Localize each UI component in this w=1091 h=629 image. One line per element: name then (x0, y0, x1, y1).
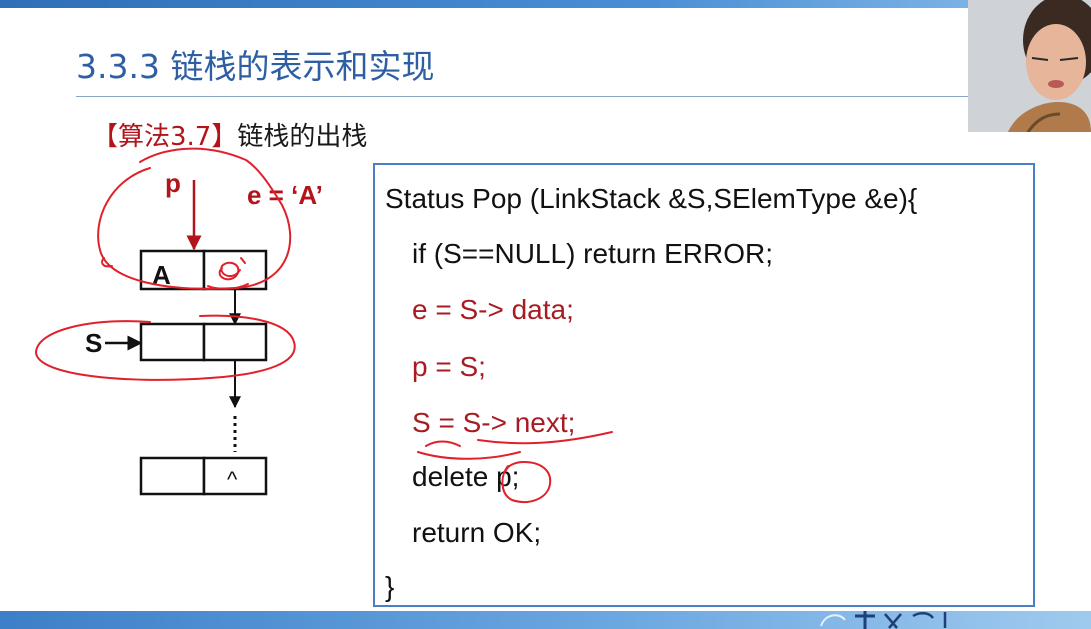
code-panel: Status Pop (LinkStack &S,SElemType &e){ … (373, 163, 1035, 607)
code-line-null-check: if (S==NULL) return ERROR; (412, 238, 773, 269)
pointer-p-label: p (165, 168, 181, 198)
code-line-assign-e: e = S-> data; (412, 294, 574, 325)
algorithm-subtitle: 【算法3.7】链栈的出栈 (92, 116, 367, 153)
code-line-advance-s: S = S-> next; (412, 407, 576, 438)
node-top-data: A (152, 260, 171, 290)
pointer-s-label: S (85, 328, 102, 358)
code-line-close-brace: } (385, 571, 395, 602)
top-accent-bar (0, 0, 1091, 8)
stack-node-last: ^ (139, 456, 268, 496)
code-line-signature: Status Pop (LinkStack &S,SElemType &e){ (385, 183, 918, 214)
bottom-accent-bar (0, 611, 1091, 629)
slide-title: 3.3.3 链栈的表示和实现 (76, 47, 435, 86)
algorithm-tag: 【算法3.7】 (92, 122, 238, 152)
title-divider (76, 96, 968, 97)
logo-watermark (820, 611, 947, 629)
presenter-image (968, 0, 1091, 132)
assign-e-label: e = ‘A’ (247, 180, 323, 210)
code-line-delete: delete p; (412, 461, 520, 492)
null-symbol: ^ (227, 467, 238, 492)
code-line-assign-p: p = S; (412, 351, 486, 382)
linked-stack-diagram: p e = ‘A’ A S ^ (85, 168, 323, 496)
presenter-webcam (968, 0, 1091, 132)
stack-node-second (139, 322, 268, 362)
code-line-return: return OK; (412, 517, 542, 548)
stack-node-top: A (139, 249, 268, 291)
algorithm-name: 链栈的出栈 (237, 122, 368, 152)
